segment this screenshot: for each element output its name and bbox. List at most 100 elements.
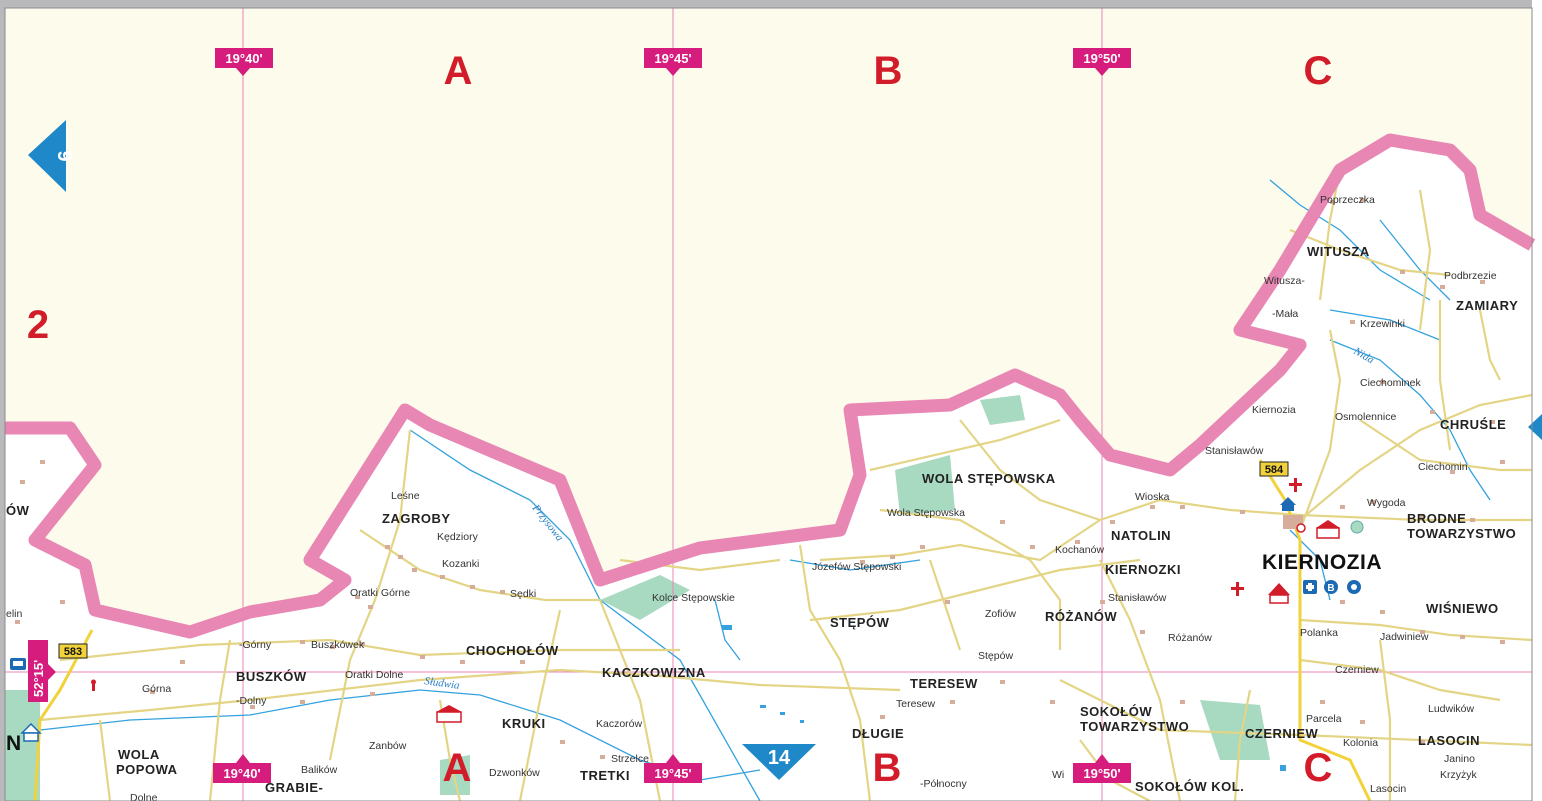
place-wola-stepowska: WOLA STĘPOWSKA: [922, 471, 1056, 486]
place-zamiary: ZAMIARY: [1456, 298, 1518, 313]
road-583-plate: 583: [58, 643, 88, 659]
place-stepow-small: Stępów: [978, 650, 1013, 662]
longitude-label: 19°50': [1083, 51, 1120, 66]
place-polnocny: -Północny: [920, 778, 967, 790]
settlement-buildings: [15, 198, 1505, 759]
church-icon: [1289, 478, 1302, 492]
longitude-label: 19°40': [223, 766, 260, 781]
ponds: [722, 625, 1286, 771]
place-kolonia: Kolonia: [1343, 737, 1378, 749]
place-lasocin: LASOCIN: [1418, 733, 1480, 748]
place-kaczkowizna: KACZKOWIZNA: [602, 665, 706, 680]
place-stanislawow-2: Stanisławów: [1205, 445, 1264, 457]
place-podbrzezie: Podbrzezie: [1444, 270, 1497, 282]
longitude-label: 19°50': [1083, 766, 1120, 781]
place-rozanow-small: Różanów: [1168, 632, 1212, 644]
place-sokolow-kol: SOKOŁÓW KOL.: [1135, 779, 1244, 794]
longitude-badge-bottom-2: 19°45': [644, 754, 702, 783]
latitude-badge: 52°15': [28, 640, 56, 702]
place-labels: KIERNOZIA WOLA STĘPOWSKA Wola Stępowska …: [6, 194, 1518, 801]
place-czerniew: CZERNIEW: [1245, 726, 1319, 741]
place-brodne-2: TOWARZYSTWO: [1407, 526, 1516, 541]
museum-icon-2: [436, 705, 462, 723]
place-lasocin-small: Lasocin: [1370, 783, 1406, 795]
place-teresew-small: Teresew: [896, 698, 936, 710]
place-wola-popowa-1: WOLA: [118, 747, 160, 762]
place-natolin: NATOLIN: [1111, 528, 1171, 543]
place-polanka: Polanka: [1300, 627, 1338, 639]
place-oratki-gorne: Oratki Górne: [350, 587, 410, 599]
right-arrow-icon[interactable]: [1528, 414, 1542, 440]
place-balikow: Balików: [301, 764, 338, 776]
hospital-icon: [1303, 580, 1317, 594]
grid-column-c-top: C: [1304, 49, 1333, 93]
place-janino: Janino: [1444, 753, 1475, 765]
grid-column-b-top: B: [874, 49, 903, 93]
page-link-bottom[interactable]: 14: [742, 744, 816, 780]
place-jozefow-stepowski: Józefów Stępowski: [812, 561, 901, 573]
river-label-sludwia: Słudwia: [424, 675, 461, 692]
longitude-badge-bottom-3: 19°50': [1073, 754, 1131, 783]
bus-station-icon: B: [1324, 580, 1338, 594]
place-zagroby: ZAGROBY: [382, 511, 451, 526]
place-witusza-mala-2: -Mała: [1272, 308, 1298, 320]
longitude-label: 19°45': [654, 766, 691, 781]
house-icon: [20, 722, 42, 742]
longitude-badge-top-3: 19°50': [1073, 48, 1131, 76]
left-arrow-icon: [28, 120, 66, 192]
secondary-roads: [39, 169, 1533, 801]
grid-column-a-bottom: A: [443, 746, 472, 790]
place-krzyzyk: Krzyżyk: [1440, 769, 1478, 781]
down-arrow-icon: [742, 744, 816, 780]
place-wygoda: Wygoda: [1367, 497, 1406, 509]
manor-icon: [1280, 497, 1296, 511]
rail-station-icon: [10, 658, 26, 670]
place-kaczorow: Kaczorów: [596, 718, 643, 730]
place-osmolennice: Osmolennice: [1335, 411, 1396, 423]
school-icon: [1268, 583, 1290, 604]
forest-areas: [5, 395, 1270, 801]
place-kochanow: Kochanów: [1055, 544, 1104, 556]
place-wola-popowa-2: POPOWA: [116, 762, 178, 777]
place-kolce-stepowskie: Kolce Stępowskie: [652, 592, 735, 604]
place-kiernozia: KIERNOZIA: [1262, 551, 1382, 574]
place-dzwonkow: Dzwonków: [489, 767, 540, 779]
longitude-label: 19°45': [654, 51, 691, 66]
place-krzewinki: Krzewinki: [1360, 318, 1405, 330]
place-jadwiniew: Jadwiniew: [1380, 631, 1429, 643]
place-tretki: TRETKI: [580, 768, 630, 783]
place-brodne-1: BRODNE: [1407, 511, 1466, 526]
place-elin: elin: [6, 608, 23, 620]
service-icon: [1347, 580, 1361, 594]
place-buszkow: BUSZKÓW: [236, 669, 307, 684]
place-ow: ÓW: [6, 503, 30, 518]
page-link-left[interactable]: 9: [28, 120, 75, 192]
place-kozanki: Kozanki: [442, 558, 479, 570]
longitude-badge-top-1: 19°40': [215, 48, 273, 76]
longitude-label: 19°40': [225, 51, 262, 66]
road-584-plate: 584: [1259, 461, 1289, 477]
place-buszkowek: Buszkówek: [311, 639, 365, 651]
place-sokolow-tow-2: TOWARZYSTWO: [1080, 719, 1189, 734]
place-gorna: Górna: [142, 683, 171, 695]
place-stepow: STĘPÓW: [830, 615, 890, 630]
church-icon-2: [1231, 582, 1244, 596]
place-parcela: Parcela: [1306, 713, 1342, 725]
place-chocholow: CHOCHOŁÓW: [466, 643, 559, 658]
place-dolny: -Dolny: [236, 695, 267, 707]
grid-column-c-bottom: C: [1304, 746, 1333, 790]
place-oratki-dolne: Oratki Dolne: [345, 669, 404, 681]
place-kiernozki: KIERNOZKI: [1105, 562, 1181, 577]
page-link-left-label: 9: [53, 150, 75, 161]
place-rozanow: RÓŻANÓW: [1045, 609, 1117, 624]
place-witusza: WITUSZA: [1307, 244, 1370, 259]
road-584-label: 584: [1265, 464, 1284, 476]
monument-icon: [91, 679, 96, 691]
grid-row-2: 2: [27, 303, 49, 347]
place-gorny: -Górny: [239, 639, 272, 651]
county-border: [5, 133, 1536, 639]
place-strzelce: Strzelce: [611, 753, 649, 765]
place-teresew: TERESEW: [910, 676, 978, 691]
place-sokolow-tow-1: SOKOŁÓW: [1080, 704, 1152, 719]
